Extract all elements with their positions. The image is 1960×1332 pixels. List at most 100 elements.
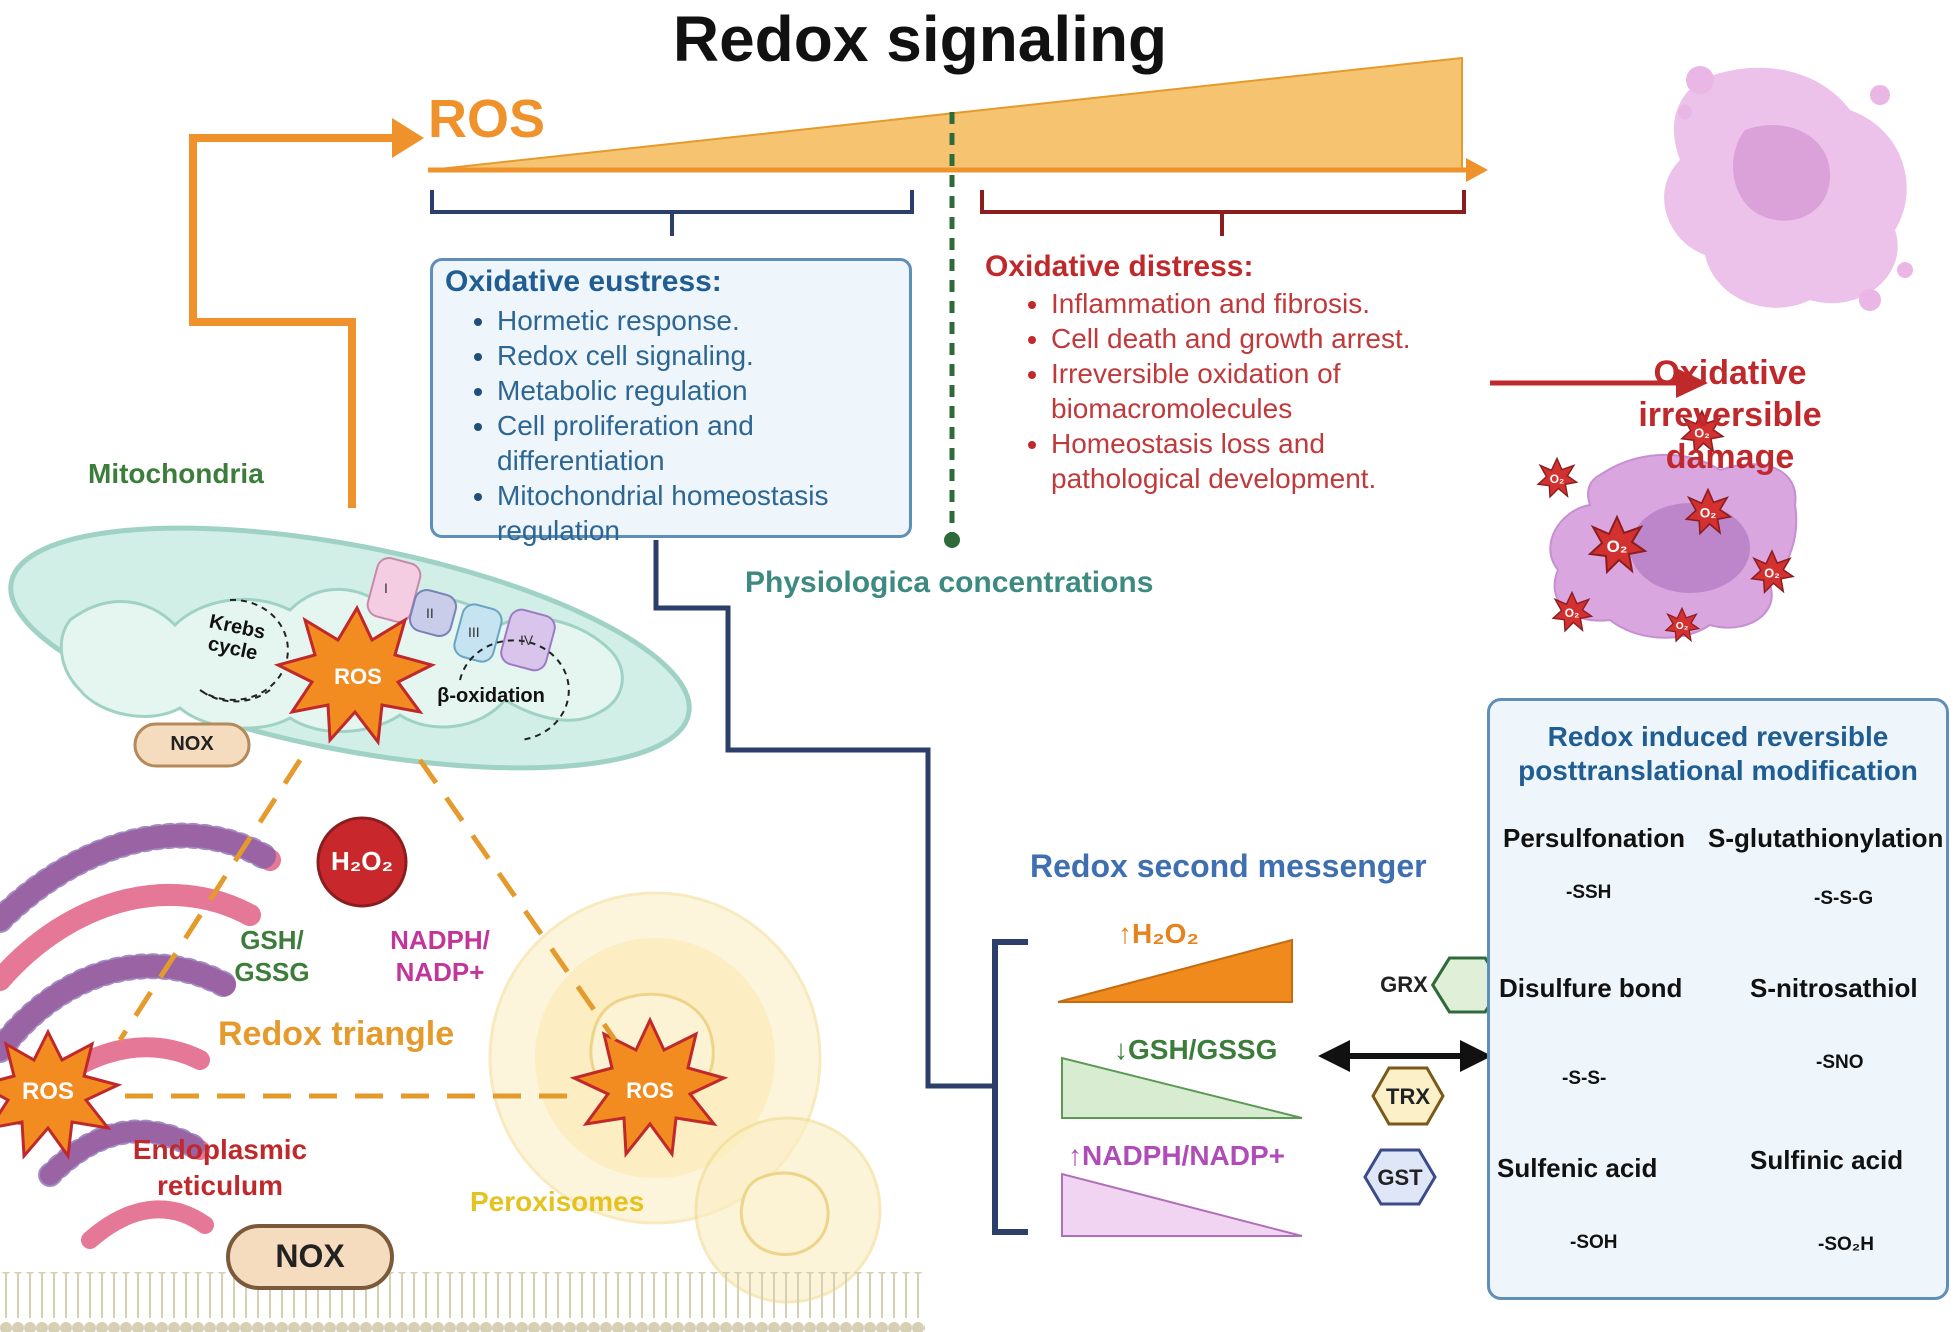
peroxisome-core-2 bbox=[739, 1171, 830, 1257]
group-ssg: -S-S-G bbox=[1814, 888, 1874, 909]
distress-block: Oxidative distress: Inflammation and fib… bbox=[985, 250, 1455, 496]
mito-ros-label: ROS bbox=[334, 664, 382, 689]
complex-iii-label: III bbox=[468, 624, 480, 640]
ptm-box bbox=[1487, 698, 1949, 1300]
o2-burst: O₂ bbox=[1750, 549, 1795, 594]
eustress-bracket bbox=[430, 190, 914, 236]
physiological-threshold-dot bbox=[944, 532, 960, 548]
o2-label: O₂ bbox=[1550, 472, 1565, 486]
trx-enzyme bbox=[1371, 1066, 1445, 1126]
group-ssh: -SSH bbox=[1566, 882, 1612, 903]
oxidized-cell-debris bbox=[1664, 66, 1913, 311]
list-item: Metabolic regulation bbox=[497, 373, 897, 408]
list-item: Hormetic response. bbox=[497, 303, 897, 338]
o2-label: O₂ bbox=[1676, 621, 1688, 632]
complex-iv-label: IV bbox=[520, 632, 534, 648]
nox-mito-label: NOX bbox=[170, 733, 214, 755]
double-arrow-left-head bbox=[1318, 1040, 1350, 1072]
o2-label: O₂ bbox=[1700, 506, 1717, 521]
eustress-list: Hormetic response. Redox cell signaling.… bbox=[445, 303, 897, 548]
peroxisomes-label: Peroxisomes bbox=[470, 1186, 645, 1217]
er-ros-burst bbox=[0, 1028, 123, 1161]
electron-transport-chain bbox=[366, 557, 556, 672]
triangle-side-right bbox=[417, 758, 618, 1042]
group-sno: -SNO bbox=[1816, 1052, 1864, 1073]
nox-membrane-label: NOX bbox=[275, 1238, 345, 1274]
list-item: Homeostasis loss and pathological develo… bbox=[1051, 426, 1455, 496]
o2-burst-markers: O₂ O₂ O₂ O₂ O₂ O₂ O₂ bbox=[1536, 409, 1795, 643]
peroxisome-ros-label: ROS bbox=[626, 1078, 674, 1103]
o2-burst: O₂ bbox=[1664, 606, 1701, 643]
ptm-label-disulfide: Disulfure bond bbox=[1499, 973, 1683, 1003]
double-arrow-right-head bbox=[1460, 1040, 1492, 1072]
beta-oxidation-label: β-oxidation bbox=[437, 685, 545, 707]
list-item: Cell death and growth arrest. bbox=[1051, 321, 1455, 356]
ros-axis-arrowhead bbox=[1466, 158, 1488, 182]
ptm-label-glutathionylation: S-glutathionylation bbox=[1708, 823, 1944, 853]
cell-membrane bbox=[0, 1272, 925, 1332]
complex-ii-label: II bbox=[426, 605, 434, 621]
list-item: Irreversible oxidation of biomacromolecu… bbox=[1051, 356, 1455, 426]
h2o2-label: H₂O₂ bbox=[330, 846, 394, 876]
group-ss: -S-S- bbox=[1562, 1068, 1607, 1089]
o2-burst: O₂ bbox=[1587, 514, 1648, 575]
o2-label: O₂ bbox=[1694, 425, 1710, 440]
nox-mito bbox=[133, 722, 251, 768]
mito-to-ros-arrow bbox=[189, 134, 395, 508]
peroxisome-ros-burst bbox=[569, 1016, 729, 1159]
distress-heading: Oxidative distress: bbox=[985, 250, 1254, 283]
h2o2-row-label: ↑H₂O₂ bbox=[1118, 918, 1199, 949]
group-so2h: -SO₂H bbox=[1818, 1234, 1874, 1255]
er-label: Endoplasmic reticulum bbox=[132, 1134, 308, 1201]
mitochondria-label: Mitochondria bbox=[88, 458, 264, 489]
list-item: Redox cell signaling. bbox=[497, 338, 897, 373]
er-ros-label: ROS bbox=[21, 1078, 74, 1105]
eustress-heading: Oxidative eustress: bbox=[445, 265, 722, 298]
h2o2-circle bbox=[316, 816, 408, 908]
redox-triangle-label: Redox triangle bbox=[218, 1015, 455, 1053]
distress-list: Inflammation and fibrosis. Cell death an… bbox=[985, 286, 1455, 496]
beta-oxidation-arrows bbox=[459, 639, 570, 741]
ptm-label-nitrosothiol: S-nitrosathiol bbox=[1750, 973, 1918, 1003]
nadph-row-label: ↑NADPH/NADP+ bbox=[1068, 1140, 1286, 1171]
trx-label: TRX bbox=[1386, 1084, 1430, 1109]
list-item: Mitochondrial homeostasis regulation bbox=[497, 478, 897, 548]
physiological-concentrations-label: Physiologica concentrations bbox=[745, 566, 1154, 599]
triangle-side-left bbox=[117, 758, 303, 1042]
irreversible-damage-label: Oxidative irreversible damage bbox=[1638, 354, 1822, 476]
list-item: Cell proliferation and differentiation bbox=[497, 408, 897, 478]
nox-membrane bbox=[226, 1224, 394, 1290]
h2o2-wedge bbox=[1057, 938, 1293, 1003]
ptm-label-persulfonation: Persulfonation bbox=[1503, 823, 1686, 853]
mito-ros-burst bbox=[273, 604, 437, 746]
second-messenger-title: Redox second messenger bbox=[1030, 848, 1427, 884]
o2-burst: O₂ bbox=[1684, 487, 1733, 536]
o2-burst: O₂ bbox=[1536, 456, 1579, 499]
damage-arrowhead bbox=[1676, 368, 1708, 398]
gsh-gssg-label: GSH/ GSSG bbox=[234, 925, 310, 987]
gsh-gssg-row-label: ↓GSH/GSSG bbox=[1114, 1034, 1278, 1065]
o2-label: O₂ bbox=[1764, 565, 1780, 580]
damaged-cell bbox=[1549, 453, 1798, 639]
page-title: Redox signaling bbox=[672, 3, 1168, 75]
list-item: Inflammation and fibrosis. bbox=[1051, 286, 1455, 321]
eustress-to-messenger-connector bbox=[653, 540, 995, 1089]
group-soh: -SOH bbox=[1570, 1232, 1618, 1253]
o2-label: O₂ bbox=[1607, 537, 1628, 556]
ptm-title: Redox induced reversible posttranslation… bbox=[1518, 721, 1918, 786]
o2-label: O₂ bbox=[1565, 606, 1580, 620]
grx-label: GRX bbox=[1380, 972, 1428, 997]
o2-burst: O₂ bbox=[1551, 590, 1594, 633]
complex-i-label: I bbox=[384, 580, 388, 596]
nadph-nadp-label: NADPH/ NADP+ bbox=[390, 925, 490, 987]
gst-label: GST bbox=[1377, 1165, 1423, 1190]
gsh-gssg-wedge bbox=[1061, 1056, 1303, 1119]
gst-enzyme bbox=[1363, 1148, 1437, 1206]
ros-axis-label: ROS bbox=[428, 89, 546, 149]
o2-burst: O₂ bbox=[1680, 409, 1725, 454]
mito-to-ros-arrowhead bbox=[392, 118, 424, 158]
ptm-label-sulfinic: Sulfinic acid bbox=[1750, 1145, 1904, 1175]
second-messenger-bracket bbox=[992, 939, 1028, 1235]
ptm-label-sulfenic: Sulfenic acid bbox=[1497, 1153, 1658, 1183]
eustress-box: Oxidative eustress: Hormetic response. R… bbox=[430, 258, 912, 546]
